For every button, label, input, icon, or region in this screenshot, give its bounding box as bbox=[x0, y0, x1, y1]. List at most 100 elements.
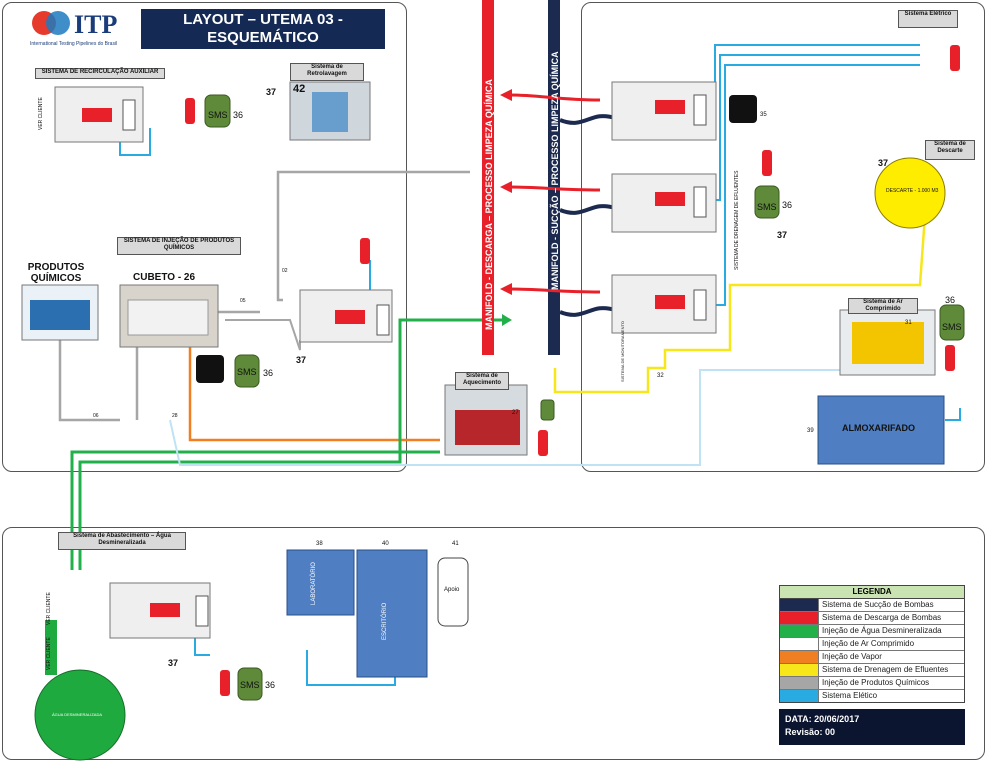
label-ar-comprimido: Sistema de Ar Comprimido bbox=[848, 298, 918, 314]
control-panel-injection bbox=[376, 304, 390, 336]
number-40: 40 bbox=[382, 541, 389, 547]
discharge-arrow-2 bbox=[509, 185, 601, 192]
motor-3 bbox=[655, 295, 685, 309]
manifold-suction-label: MANIFOLD - SUCÇÃO – PROCESSO LIMPEZA QUÍ… bbox=[550, 51, 560, 290]
legend-label: Injeção de Água Desmineralizada bbox=[822, 626, 942, 635]
ver-cliente-3: VER CLIENTE bbox=[46, 637, 52, 670]
label-monitoramento: SISTEMA DE MONITORAMENTO bbox=[620, 321, 625, 382]
legend-swatch bbox=[780, 664, 819, 676]
legend-row: Sistema de Sucção de Bombas bbox=[780, 599, 964, 612]
sms-label-3: SMS bbox=[757, 202, 777, 212]
page-title: LAYOUT – UTEMA 03 - ESQUEMÁTICO bbox=[141, 9, 385, 49]
agua-desmineralizada-tank bbox=[34, 669, 126, 761]
label-abastecimento: Sistema de Abastecimento – Água Desminer… bbox=[58, 532, 186, 550]
sms-label-2: SMS bbox=[237, 367, 257, 377]
ppe-sign-icon bbox=[196, 355, 224, 383]
chemical-line-return bbox=[225, 319, 301, 351]
water-line-1 bbox=[70, 450, 440, 570]
label-apoio: Apoio bbox=[444, 587, 460, 593]
number-37c: 37 bbox=[777, 230, 788, 240]
number-35: 35 bbox=[760, 112, 767, 118]
label-descarte: Sistema de Descarte bbox=[925, 140, 975, 160]
label-produtos-quimicos: PRODUTOS QUÍMICOS bbox=[27, 262, 85, 284]
label-cubeto: CUBETO - 26 bbox=[133, 272, 196, 283]
legend-row: Injeção de Água Desmineralizada bbox=[780, 625, 964, 638]
number-05: 05 bbox=[240, 298, 246, 304]
steam-line bbox=[188, 320, 440, 442]
legend-row: Injeção de Vapor bbox=[780, 651, 964, 664]
ver-cliente-1: VER CLIENTE bbox=[38, 97, 44, 130]
number-37d: 37 bbox=[878, 158, 889, 168]
legend-swatch bbox=[780, 677, 819, 689]
number-36e: 36 bbox=[265, 680, 276, 690]
chemical-line-retro bbox=[276, 170, 470, 302]
date-label: DATA: 20/06/2017 bbox=[785, 714, 860, 724]
control-panel-water bbox=[195, 595, 209, 627]
legend-label: Sistema de Descarga de Bombas bbox=[822, 613, 942, 622]
logo-name: ITP bbox=[74, 10, 117, 38]
electric-line-almox bbox=[169, 369, 840, 466]
control-panel-1 bbox=[693, 94, 707, 126]
label-drenagem: SISTEMA DE DRENAGEM DE EFLUENTES bbox=[734, 170, 740, 270]
laboratorio-box bbox=[286, 549, 355, 616]
discharge-arrow-1 bbox=[509, 93, 601, 102]
number-38: 38 bbox=[316, 541, 323, 547]
escritorio-box bbox=[356, 549, 428, 678]
number-02: 02 bbox=[282, 268, 288, 274]
electric-line-almox2 bbox=[945, 408, 961, 421]
ppe-sign-icon-2 bbox=[729, 95, 757, 123]
legend-label: Sistema de Sucção de Bombas bbox=[822, 600, 934, 609]
manifold-suction bbox=[548, 0, 560, 355]
electric-line-lab bbox=[306, 650, 396, 686]
drain-line bbox=[553, 214, 927, 394]
manifold-discharge bbox=[482, 0, 494, 355]
discharge-arrow-3 bbox=[509, 287, 601, 294]
number-36a: 36 bbox=[233, 110, 244, 120]
number-37a: 37 bbox=[266, 87, 277, 97]
sms-label-1: SMS bbox=[208, 110, 228, 120]
legend-row: Sistema Elético bbox=[780, 690, 964, 702]
water-line-2 bbox=[78, 318, 505, 570]
control-panel-recirc bbox=[122, 99, 136, 131]
label-agua-tank: ÁGUA DESMINERALIZADA bbox=[52, 712, 103, 717]
legend-label: Sistema Elético bbox=[822, 691, 878, 700]
descarte-tank bbox=[874, 157, 946, 229]
number-41: 41 bbox=[452, 541, 459, 547]
number-37b: 37 bbox=[296, 355, 307, 365]
control-panel-3 bbox=[693, 289, 707, 321]
sms-label-5: SMS bbox=[240, 680, 260, 690]
sms-label-4: SMS bbox=[942, 322, 962, 332]
almoxarifado-box bbox=[817, 395, 945, 465]
itp-logo: ITP International Testing Pipelines do B… bbox=[28, 8, 128, 47]
motor-recirc bbox=[82, 108, 112, 122]
legend-title: LEGENDA bbox=[780, 586, 964, 599]
date-revision-box: DATA: 20/06/2017 Revisão: 00 bbox=[779, 709, 965, 745]
legend-swatch bbox=[780, 612, 819, 624]
suction-line-3 bbox=[559, 306, 616, 317]
motor-2 bbox=[655, 192, 685, 206]
title-line1: LAYOUT – UTEMA 03 - bbox=[183, 11, 343, 28]
suction-line-2 bbox=[559, 204, 616, 215]
number-32: 32 bbox=[657, 373, 664, 379]
legend-label: Injeção de Produtos Químicos bbox=[822, 678, 930, 687]
number-31: 31 bbox=[905, 320, 912, 326]
legend-row: Injeção de Produtos Químicos bbox=[780, 677, 964, 690]
number-27: 27 bbox=[512, 410, 519, 416]
label-injecao: SISTEMA DE INJEÇÃO DE PRODUTOS QUÍMICOS bbox=[117, 237, 241, 255]
suction-line-1 bbox=[559, 114, 616, 125]
fire-extinguisher-icon bbox=[185, 45, 960, 696]
number-28: 28 bbox=[172, 413, 178, 419]
label-recirculacao: SISTEMA DE RECIRCULAÇÃO AUXILIAR bbox=[35, 68, 165, 79]
legend-swatch bbox=[780, 599, 819, 611]
apoio-car bbox=[437, 557, 469, 627]
control-panel-2 bbox=[693, 186, 707, 218]
label-descarte-tank: DESCARTE - 1.000 M3 bbox=[886, 188, 939, 194]
manifold-discharge-label: MANIFOLD - DESCARGA – PROCESSO LIMPEZA Q… bbox=[484, 79, 494, 330]
legend-swatch bbox=[780, 638, 819, 650]
label-laboratorio: LABORATÓRIO bbox=[311, 562, 317, 605]
chemical-line-produtos bbox=[58, 340, 120, 422]
legend-label: Sistema de Drenagem de Efluentes bbox=[822, 665, 949, 674]
label-retrolavagem: Sistema de Retrolavagem bbox=[290, 63, 364, 81]
ver-cliente-2: VER CLIENTE bbox=[46, 592, 52, 625]
